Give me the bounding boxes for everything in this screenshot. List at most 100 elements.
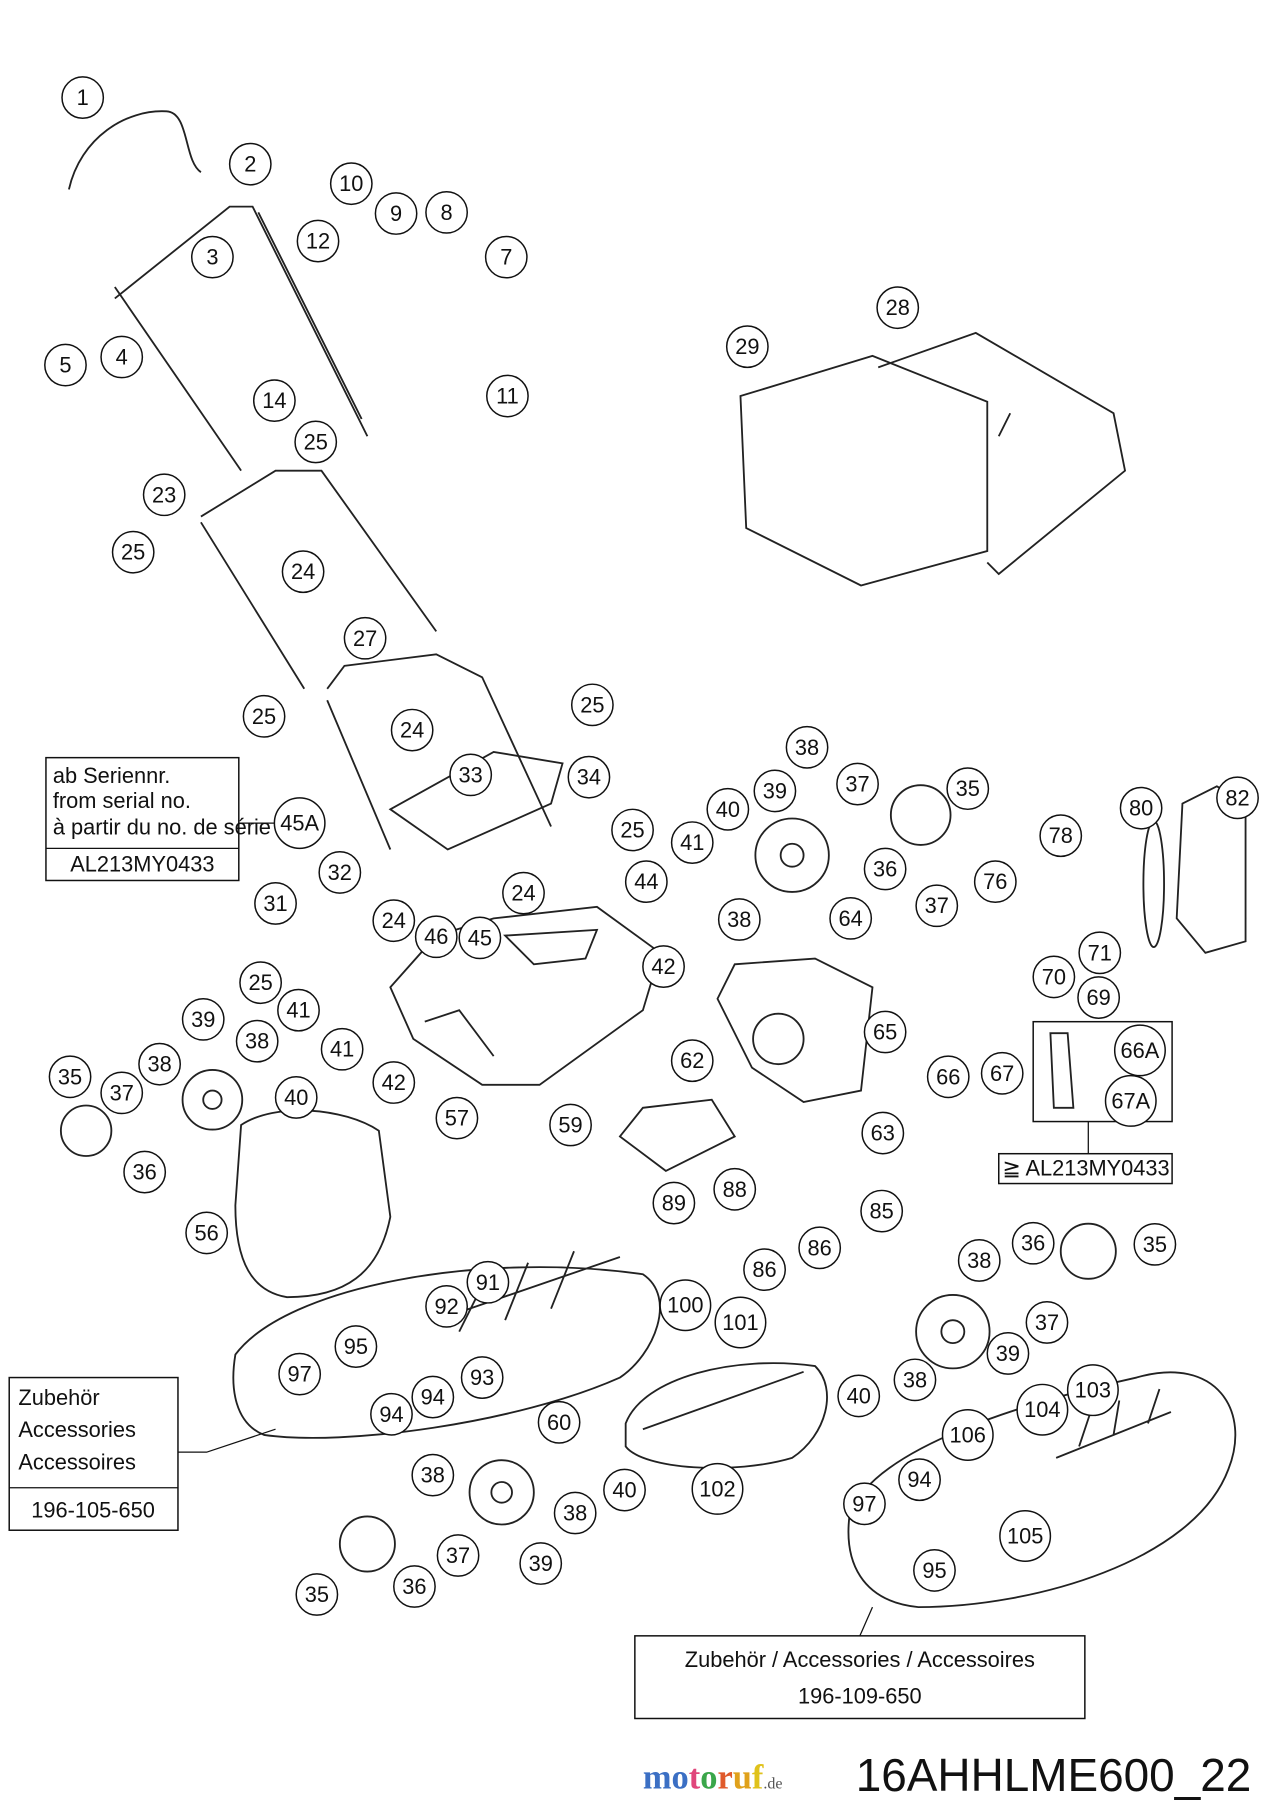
callout-circle — [100, 335, 144, 379]
accessories-box-left: Zubehör Accessories Accessoires 196-105-… — [8, 1376, 276, 1531]
callout-66A: 66A — [1113, 1024, 1166, 1077]
callout-circle — [111, 530, 155, 574]
callout-24: 24 — [281, 550, 325, 594]
callout-circle — [898, 1458, 941, 1502]
callout-label: 103 — [1075, 1378, 1111, 1403]
callout-label: 24 — [511, 881, 535, 906]
callout-label: 25 — [620, 817, 644, 842]
callout-42: 42 — [372, 1061, 416, 1104]
callout-circle — [458, 916, 502, 960]
callout-35: 35 — [1133, 1222, 1177, 1266]
callout-circle — [537, 1400, 581, 1444]
callout-4: 4 — [100, 335, 144, 379]
callout-label: 57 — [445, 1106, 469, 1131]
callout-label: 36 — [873, 857, 897, 882]
callout-80: 80 — [1119, 786, 1163, 830]
callout-85: 85 — [860, 1189, 904, 1233]
callout-label: 94 — [907, 1467, 931, 1492]
callout-label: 62 — [680, 1048, 704, 1073]
callout-circle — [320, 1027, 364, 1071]
callout-circle — [393, 1565, 436, 1608]
callout-label: 25 — [304, 429, 328, 454]
callout-circle — [138, 1042, 182, 1086]
callout-label: 41 — [286, 998, 310, 1023]
callout-circle — [999, 1509, 1052, 1562]
callout-label: 38 — [421, 1463, 445, 1488]
callout-circle — [61, 76, 105, 119]
callout-circle — [836, 762, 879, 806]
callout-circle — [142, 473, 186, 517]
callout-103: 103 — [1066, 1364, 1119, 1417]
callout-38: 38 — [138, 1042, 182, 1086]
callout-circle — [466, 1260, 510, 1304]
callout-102: 102 — [691, 1462, 744, 1515]
callout-97: 97 — [843, 1482, 886, 1526]
callout-95: 95 — [334, 1325, 378, 1368]
callout-label: 40 — [612, 1478, 636, 1503]
callout-circle — [1104, 1074, 1157, 1127]
callout-circle — [893, 1358, 937, 1402]
callout-label: 35 — [305, 1582, 329, 1607]
callout-37: 37 — [915, 884, 959, 928]
callout-5: 5 — [44, 343, 87, 387]
callout-33: 33 — [449, 753, 493, 797]
part-drawings — [59, 110, 1247, 1609]
callout-45: 45 — [458, 916, 502, 960]
callout-70: 70 — [1032, 955, 1076, 999]
callout-39: 39 — [986, 1332, 1030, 1375]
callout-circle — [239, 961, 283, 1005]
callout-label: 38 — [563, 1501, 587, 1526]
callout-82: 82 — [1216, 776, 1259, 820]
callout-label: 92 — [434, 1294, 458, 1319]
callout-circle — [460, 1356, 504, 1399]
callout-circle — [725, 325, 769, 369]
callout-circle — [691, 1462, 744, 1515]
accessories-box-right: Zubehör / Accessories / Accessoires 196-… — [634, 1606, 1086, 1720]
watermark-letter: m — [643, 1759, 672, 1797]
callout-circle — [837, 1374, 881, 1418]
callout-label: 66 — [936, 1064, 960, 1089]
callout-36: 36 — [393, 1565, 436, 1608]
callout-label: 45A — [280, 811, 319, 836]
callout-circle — [785, 725, 829, 769]
callout-circle — [926, 1055, 970, 1099]
accessories-right-part-no: 196-109-650 — [798, 1684, 922, 1709]
callout-label: 67A — [1111, 1088, 1150, 1113]
callout-circle — [190, 235, 234, 279]
callout-97: 97 — [278, 1352, 322, 1396]
callout-8: 8 — [425, 190, 468, 234]
callout-40: 40 — [837, 1374, 881, 1418]
callout-76: 76 — [973, 860, 1017, 904]
callout-label: 105 — [1007, 1523, 1043, 1548]
callout-circle — [318, 851, 362, 894]
callout-circle — [670, 1039, 714, 1083]
callout-circle — [1039, 814, 1083, 858]
callout-label: 80 — [1129, 796, 1153, 821]
callout-35: 35 — [946, 767, 990, 811]
callout-28: 28 — [876, 286, 920, 330]
callout-35: 35 — [295, 1573, 339, 1616]
callout-label: 102 — [699, 1476, 735, 1501]
callout-67A: 67A — [1104, 1074, 1157, 1127]
callout-label: 25 — [252, 704, 276, 729]
callout-63: 63 — [861, 1111, 905, 1155]
callout-3: 3 — [190, 235, 234, 279]
callout-label: 93 — [470, 1365, 494, 1390]
callout-circle — [484, 235, 528, 279]
callout-circle — [414, 915, 458, 959]
callout-circle — [329, 162, 373, 206]
callout-11: 11 — [486, 374, 529, 418]
callout-40: 40 — [706, 787, 750, 831]
callout-label: 46 — [424, 924, 448, 949]
callout-circle — [185, 1211, 229, 1255]
callout-93: 93 — [460, 1356, 504, 1399]
callout-label: 39 — [191, 1007, 215, 1032]
callout-circle — [659, 1279, 712, 1332]
callout-27: 27 — [343, 616, 387, 660]
callout-circle — [980, 1051, 1024, 1095]
callout-label: 38 — [245, 1029, 269, 1054]
callout-label: 40 — [847, 1383, 871, 1408]
serial-number-box: ab Seriennr. from serial no. à partir du… — [45, 756, 276, 882]
callout-32: 32 — [318, 851, 362, 894]
